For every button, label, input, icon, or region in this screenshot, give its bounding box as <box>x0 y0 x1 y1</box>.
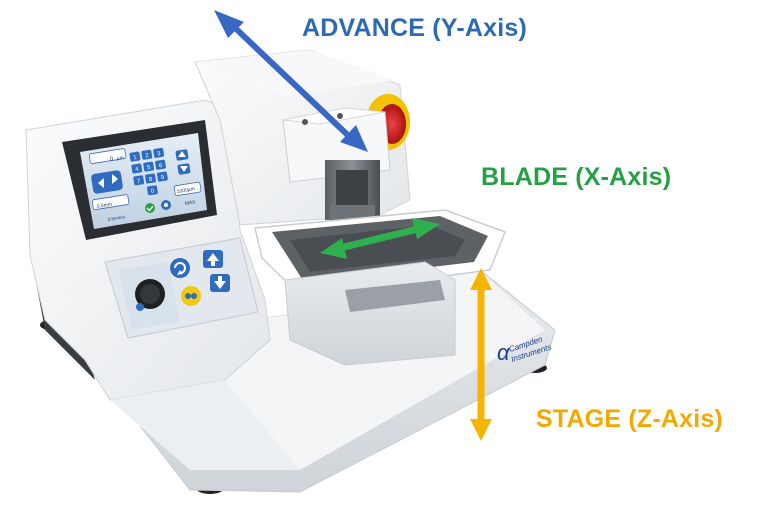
keypad[interactable]: 1 2 3 4 5 6 7 8 9 0 <box>129 147 170 198</box>
key-9[interactable]: 9 <box>161 175 166 182</box>
key-7[interactable]: 7 <box>137 178 142 185</box>
double-arrow-icon[interactable] <box>91 170 124 194</box>
stage-tray-base <box>345 280 445 312</box>
screw <box>302 119 308 125</box>
key-3[interactable]: 3 <box>157 151 162 158</box>
front-slope <box>110 380 300 470</box>
stage-axis-label: STAGE (Z-Axis) <box>536 405 724 433</box>
advance-axis-label: ADVANCE (Y-Axis) <box>302 14 527 42</box>
screen-speed-value: 0.5mm <box>96 202 112 210</box>
buffer-tray <box>254 209 506 296</box>
touchscreen[interactable]: 0 µm 0.5mm 1000µm 0.5mm/s MAX 1 2 3 4 5 … <box>62 120 217 240</box>
screen-speed-rate: 0.5mm/s <box>107 214 126 222</box>
control-knob-icon[interactable] <box>135 279 165 311</box>
screen-max-label: MAX <box>184 199 196 207</box>
control-panel <box>104 237 259 339</box>
lock-button[interactable] <box>181 286 201 306</box>
screen-top-unit: µm <box>116 155 124 162</box>
down-arrow-icon[interactable] <box>177 163 191 175</box>
key-8[interactable]: 8 <box>149 177 154 184</box>
up-arrow-icon[interactable] <box>175 149 189 161</box>
gear-icon[interactable] <box>161 200 171 210</box>
tower-top <box>195 50 395 96</box>
screen-range-value: 1000µm <box>176 186 195 195</box>
blade-axis-arrow <box>320 218 440 259</box>
specimen-holder <box>325 160 380 225</box>
logo-symbol: α <box>497 340 511 365</box>
advance-axis-arrow <box>214 10 368 152</box>
check-icon[interactable] <box>145 203 155 213</box>
screw <box>337 113 343 119</box>
stage-axis-arrow <box>470 268 492 441</box>
key-1[interactable]: 1 <box>133 155 138 162</box>
refresh-icon[interactable] <box>170 258 190 278</box>
key-4[interactable]: 4 <box>135 167 140 174</box>
key-2[interactable]: 2 <box>145 153 150 160</box>
up-arrow-icon[interactable] <box>203 250 223 268</box>
key-6[interactable]: 6 <box>159 163 164 170</box>
stage-column <box>284 261 456 366</box>
key-5[interactable]: 5 <box>147 165 152 172</box>
blade-axis-label: BLADE (X-Axis) <box>481 163 672 191</box>
key-0[interactable]: 0 <box>151 188 156 195</box>
screen-top-value: 0 <box>109 156 114 163</box>
down-arrow-icon[interactable] <box>210 274 230 292</box>
